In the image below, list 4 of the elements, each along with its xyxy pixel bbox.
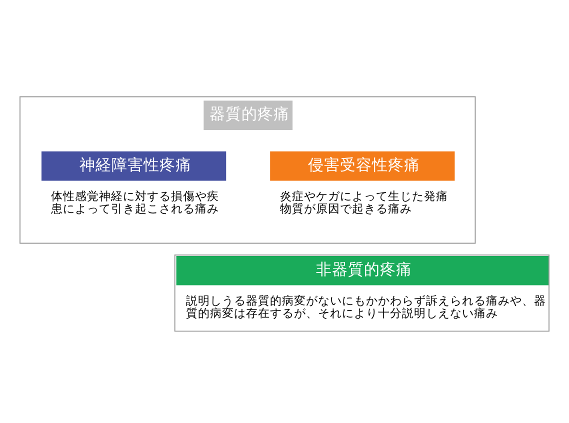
node-box: 神経障害性疼痛 (42, 150, 226, 180)
node-label: 体性感覚神経に対する損傷や疾患によって引き起こされる痛み (51, 188, 220, 216)
node-box: 侵害受容性疼痛 (270, 150, 455, 180)
node-label: 炎症やケガによって生じた発痛物質が原因で起きる痛み (280, 188, 448, 216)
